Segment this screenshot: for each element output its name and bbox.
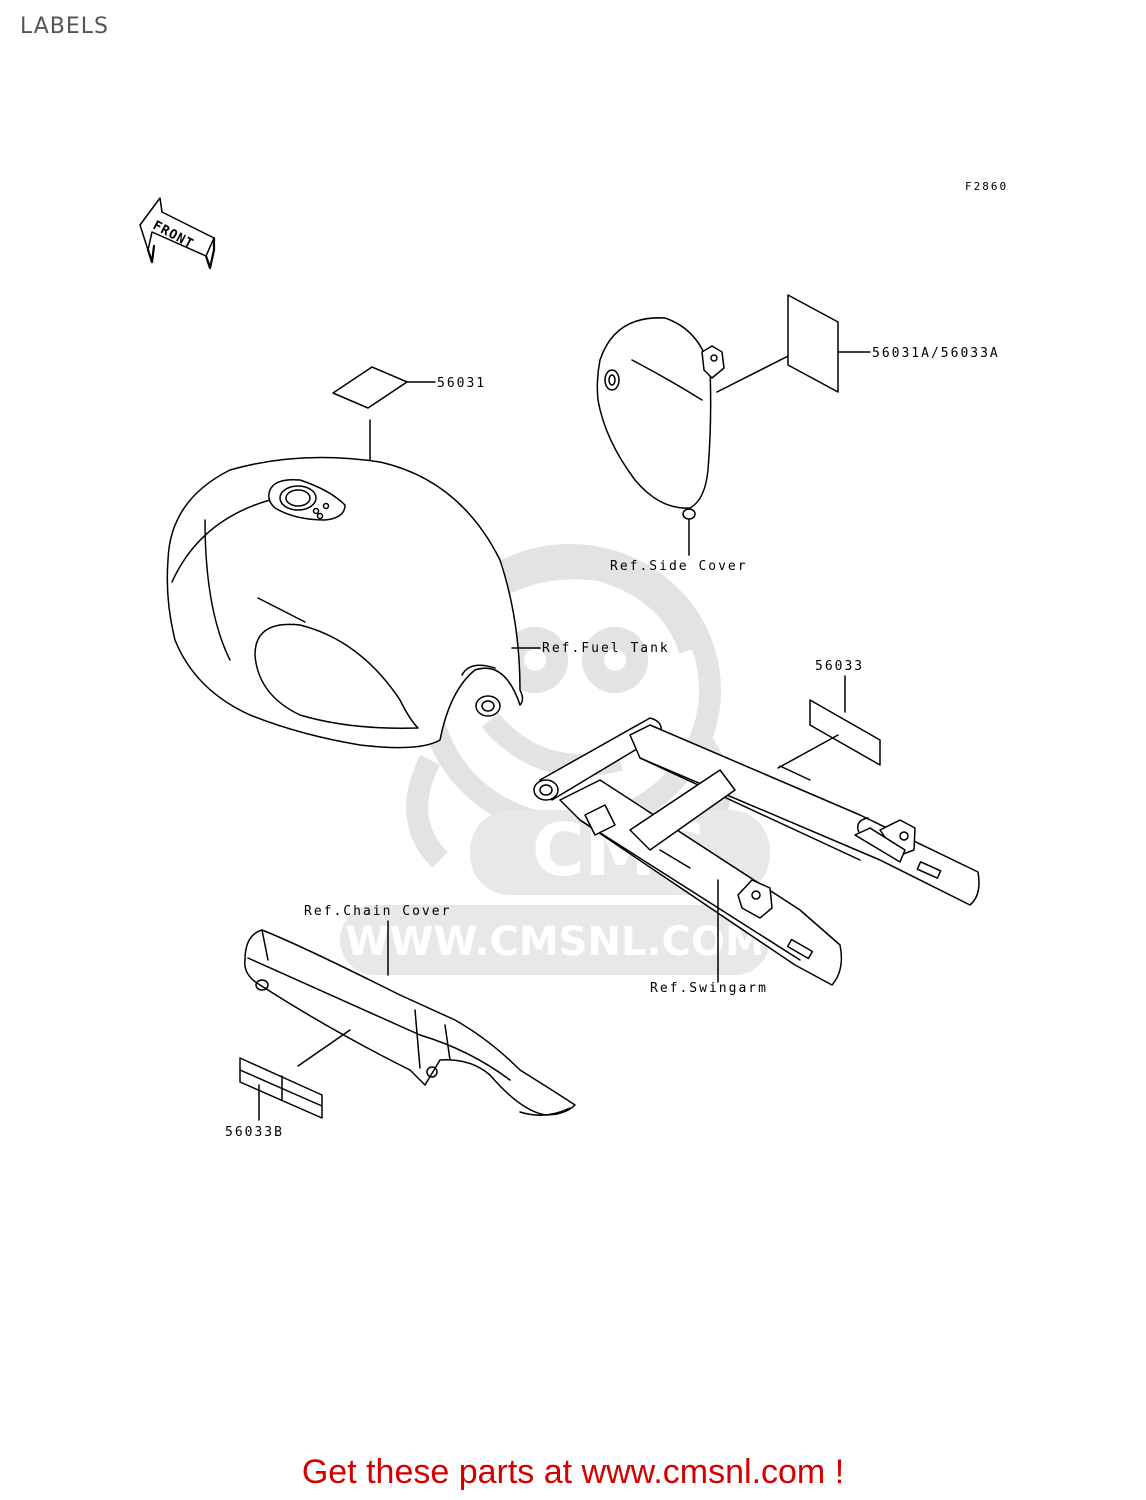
watermark-url-text: WWW.CMSNL.COM: [345, 919, 765, 965]
ref-chain-cover: Ref.Chain Cover: [304, 904, 451, 919]
watermark-url: WWW.CMSNL.COM: [340, 905, 770, 975]
ref-side-cover: Ref.Side Cover: [610, 559, 748, 574]
swingarm-label-part: [777, 675, 881, 769]
footer-cta-link[interactable]: Get these parts at www.cmsnl.com !: [301, 1453, 845, 1491]
ref-fuel-tank: Ref.Fuel Tank: [542, 641, 670, 656]
side-cover-label-callout: 56031A/56033A: [872, 346, 1000, 361]
side-cover-label-part: [787, 294, 871, 393]
figure-code: F2860: [965, 180, 1008, 193]
side-cover-drawing: [596, 317, 811, 556]
fuel-tank-drawing: [166, 456, 541, 749]
swingarm-drawing: [533, 717, 980, 986]
front-arrow-icon: FRONT: [139, 197, 216, 270]
chain-cover-label-part: [239, 1057, 323, 1121]
page-title: LABELS: [20, 14, 110, 39]
fuel-tank-label-callout: 56031: [437, 376, 486, 391]
ref-swingarm: Ref.Swingarm: [650, 981, 768, 996]
chain-cover-label-callout: 56033B: [225, 1125, 284, 1140]
chain-cover-drawing: [244, 920, 576, 1116]
swingarm-label-callout: 56033: [815, 659, 864, 674]
